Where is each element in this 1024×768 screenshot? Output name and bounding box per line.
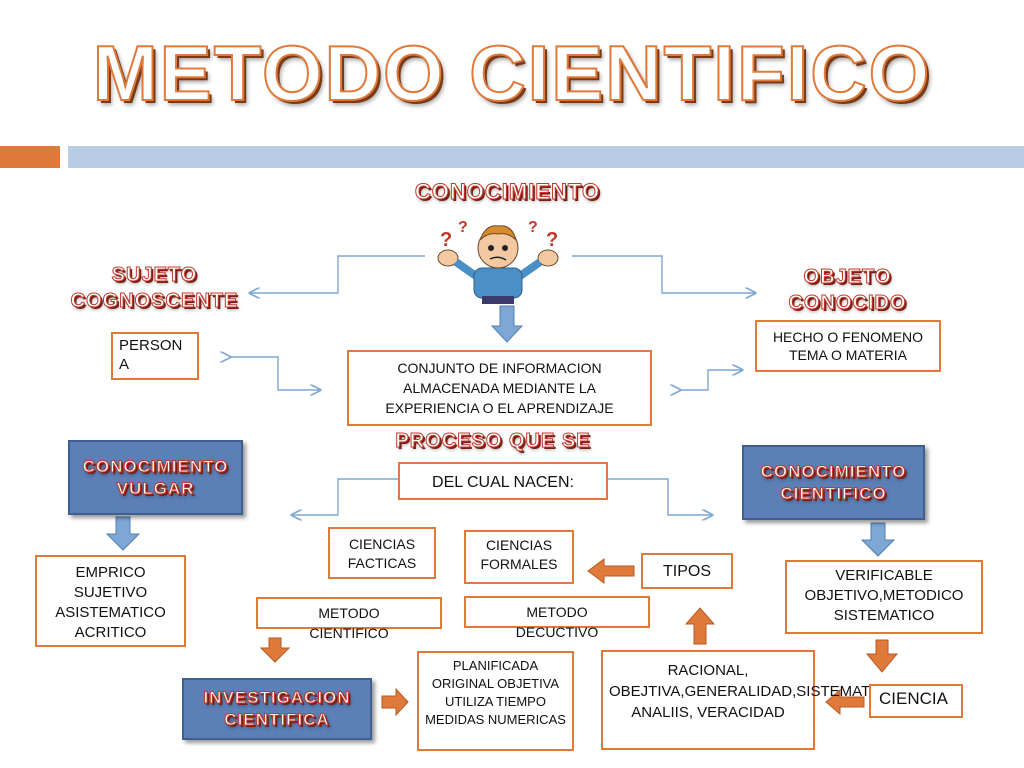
box-ciencias-formales: CIENCIAS FORMALES [464,530,574,584]
box-tipos: TIPOS [641,553,733,589]
arrow-down-conocimiento [490,305,524,343]
box-verificable: VERIFICABLE OBJETIVO,METODICO SISTEMATIC… [785,560,983,634]
svg-text:?: ? [458,219,468,236]
arrow-down-cientifico [860,522,896,557]
box-emprico: EMPRICO SUJETIVO ASISTEMATICO ACRITICO [35,555,186,647]
svg-text:?: ? [440,229,452,251]
box-racional: RACIONAL, OBEJTIVA,GENERALIDAD,SISTEMATI… [601,650,899,750]
box-persona: PERSONA [111,332,199,380]
confused-person-illustration: ? ? ? ? [437,219,559,304]
label-conocimiento-cientifico: CONOCIMIENTO CIENTIFICO [760,461,907,503]
box-conocimiento-vulgar: CONOCIMIENTO VULGAR [68,440,243,515]
box-conjunto-informacion: CONJUNTO DE INFORMACION ALMACENADA MEDIA… [347,350,652,426]
label-investigacion-cientifica: INVESTIGACION CIENTIFICA [203,688,351,730]
arrow-down-vulgar [105,516,141,551]
box-investigacion-cientifica: INVESTIGACION CIENTIFICA [182,678,372,740]
arrow-down-metodo [259,637,291,663]
heading-sujeto-cognoscente: SUJETO COGNOSCENTE [70,264,239,313]
connector-conjunto-hecho [680,370,742,390]
connector-delcual-left [292,478,398,515]
box-del-cual: DEL CUAL NACEN: [398,462,608,500]
page-title: METODO CIENTIFICO [92,28,932,118]
label-conocimiento-vulgar: CONOCIMIENTO VULGAR [82,456,229,498]
arrow-up-racional [684,607,716,645]
box-planificada: PLANIFICADA ORIGINAL OBJETIVA UTILIZA TI… [417,651,574,751]
header-bar-blue [68,146,1024,168]
arrow-down-verificable [865,639,899,673]
svg-text:?: ? [546,229,558,251]
connector-conocimiento-objeto [572,255,755,293]
heading-objeto-conocido: OBJETO CONOCIDO [788,266,907,315]
header-bar-orange [0,146,60,168]
heading-conocimiento: CONOCIMIENTO [414,179,601,205]
arrow-left-tipos [587,558,635,584]
box-ciencias-facticas: CIENCIAS FACTICAS [328,527,436,579]
arrow-left-ciencia [825,688,865,716]
svg-text:?: ? [528,219,538,236]
box-metodo-cientifico: METODO CIENTIFICO [256,597,442,641]
connector-conocimiento-sujeto [250,255,425,293]
box-hecho-fenomeno: HECHO O FENOMENO TEMA O MATERIA [755,320,941,372]
box-ciencia: CIENCIA [869,684,963,718]
connector-delcual-right [608,478,712,515]
arrow-right-investigacion [381,687,409,717]
connector-persona-conjunto [230,357,320,390]
heading-proceso: PROCESO QUE SE [395,430,591,453]
box-metodo-deductivo: METODO DECUCTIVO [464,596,650,640]
box-conocimiento-cientifico: CONOCIMIENTO CIENTIFICO [742,445,925,520]
